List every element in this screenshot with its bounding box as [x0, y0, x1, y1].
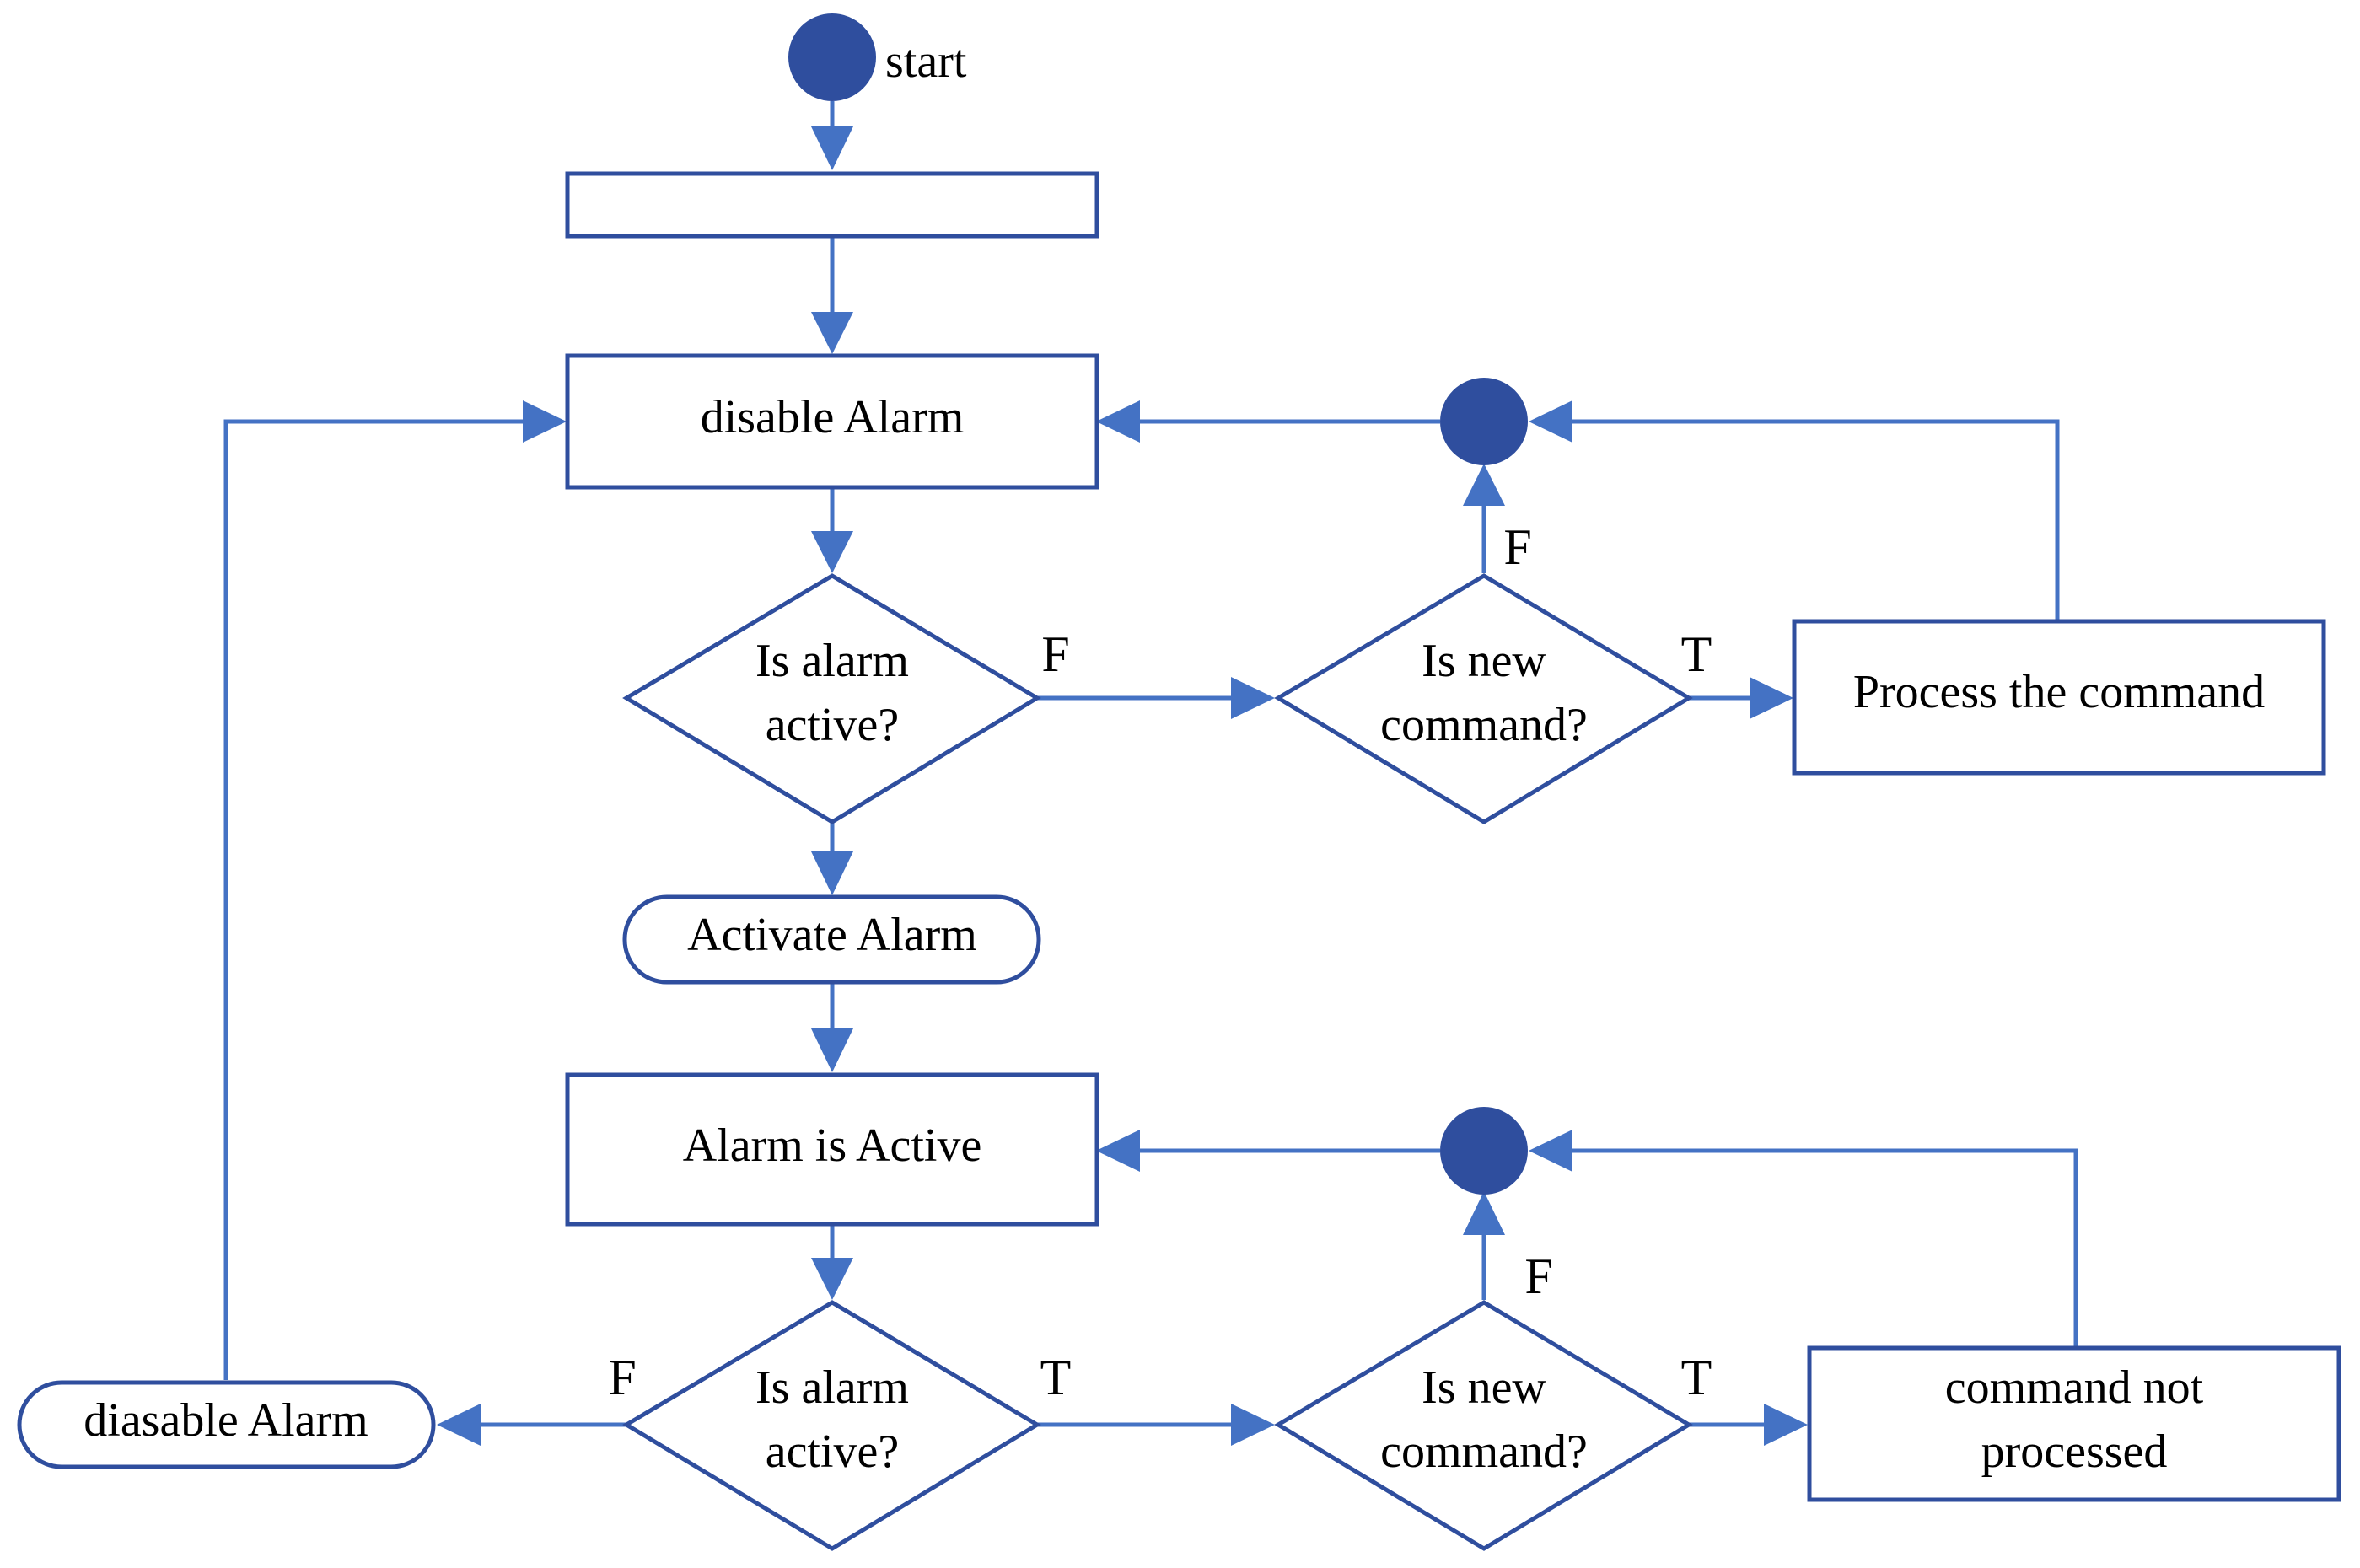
alarm-active-box: [565, 1072, 1099, 1227]
label-decision1-false: F: [1041, 626, 1069, 682]
label-newcmd1-true: T: [1681, 626, 1712, 682]
arrowhead: [1231, 677, 1275, 719]
decision-1-line-2: active?: [766, 699, 900, 751]
arrowhead: [1463, 1191, 1505, 1235]
new-command-2-line-1: Is new: [1422, 1361, 1546, 1414]
arrowhead: [1764, 1404, 1808, 1446]
decision-alarm-active-1: [622, 573, 1041, 824]
disable-alarm-label: disable Alarm: [701, 391, 965, 443]
arrowhead: [1231, 1404, 1275, 1446]
arrowhead: [1750, 677, 1793, 719]
label-decision2-true: T: [1040, 1350, 1072, 1405]
label-newcmd1-false: F: [1503, 519, 1531, 575]
arrowhead: [811, 531, 853, 573]
arrowhead: [811, 1028, 853, 1072]
edge-labels: F F T F T F T: [608, 519, 1712, 1405]
decision-new-command-1: [1274, 573, 1693, 824]
process-command-label: Process the command: [1853, 666, 2265, 718]
arrowhead: [811, 851, 853, 895]
command-not-processed-box: [1807, 1345, 2341, 1502]
decision-new-command-2: [1274, 1300, 1693, 1551]
activate-alarm-box: [622, 894, 1041, 985]
new-command-1-line-2: command?: [1380, 699, 1588, 751]
arrowhead: [1096, 1130, 1140, 1172]
diasable-alarm-label: diasable Alarm: [83, 1394, 368, 1447]
new-command-2-line-2: command?: [1380, 1426, 1588, 1478]
alarm-active-label: Alarm is Active: [683, 1120, 982, 1172]
decision-2-line-2: active?: [766, 1426, 900, 1478]
arrowhead: [1529, 1130, 1572, 1172]
edges: [223, 101, 2078, 1446]
decision-alarm-active-2: [622, 1300, 1041, 1551]
disable-alarm-box: [565, 353, 1099, 490]
label-decision2-false: F: [608, 1350, 636, 1405]
arrowhead: [811, 312, 853, 354]
arrowhead: [437, 1404, 481, 1446]
new-command-1-line-1: Is new: [1422, 635, 1546, 687]
decision-2-line-1: Is alarm: [755, 1361, 909, 1414]
command-not-processed-line-1: command not: [1945, 1361, 2204, 1414]
command-not-processed-line-2: processed: [1981, 1426, 2168, 1478]
decision-1-line-1: Is alarm: [755, 635, 909, 687]
label-newcmd2-true: T: [1681, 1350, 1712, 1405]
arrowhead: [1096, 400, 1140, 443]
arrowhead: [1463, 464, 1505, 506]
nodes: start disable Alarm Is alarm active? Is …: [17, 13, 2341, 1551]
label-newcmd2-false: F: [1524, 1248, 1552, 1304]
merge-node-2: [1440, 1107, 1528, 1195]
arrowhead: [811, 126, 853, 170]
init-box: [565, 171, 1099, 239]
activate-alarm-label: Activate Alarm: [687, 909, 977, 961]
merge-node-1: [1440, 378, 1528, 465]
arrowhead: [1529, 400, 1572, 443]
diasable-alarm-box: [17, 1380, 436, 1469]
arrowhead: [811, 1258, 853, 1300]
edge-diasable-loopback: [223, 419, 523, 1380]
process-command-box: [1792, 619, 2326, 776]
edge-process-to-merge1: [1572, 419, 2060, 620]
start-node: [788, 13, 876, 101]
edge-notprocessed-to-merge2: [1572, 1148, 2078, 1346]
arrowhead: [523, 400, 567, 443]
start-label: start: [885, 35, 967, 88]
